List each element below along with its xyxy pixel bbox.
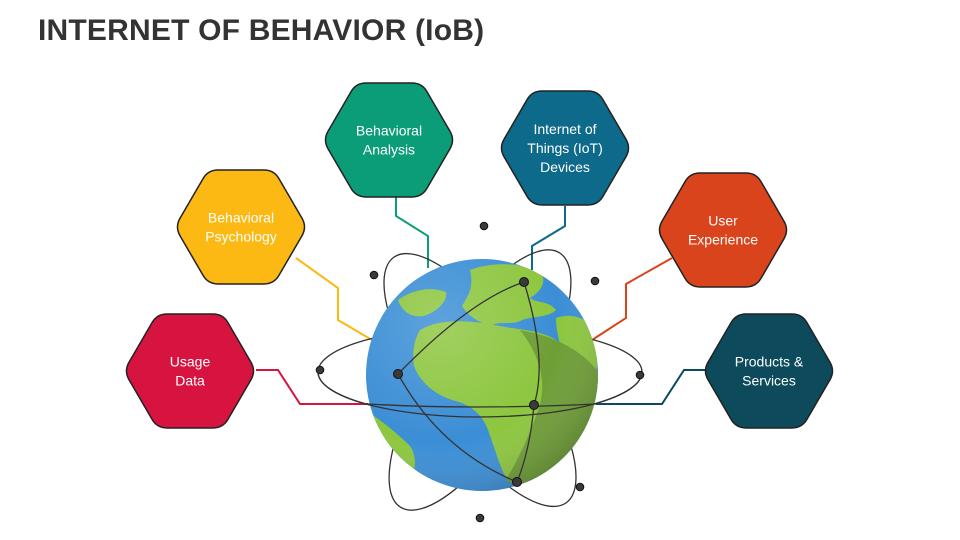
satellite-dot [529,400,539,410]
globe-gridline [397,373,518,483]
usage-data-label-line: Data [175,373,205,389]
iot-devices-label-line: Things (IoT) [527,140,602,156]
user-experience-label-line: Experience [688,232,758,248]
user-experience-connector [591,257,673,341]
iot-devices-hexagon-shape [500,90,630,206]
globe-gridline [397,281,525,375]
globe-gridline [523,281,540,406]
globe-gridline [516,404,535,483]
satellite-dot [479,221,489,231]
products-services-hexagon-shape [704,313,834,429]
behavioral-psychology-connector [295,257,373,341]
page-title: INTERNET OF BEHAVIOR (IoB) [38,14,485,47]
satellite-dot [635,370,645,380]
products-services-connector [596,369,706,405]
iot-devices-label-line: Internet of [533,121,596,137]
satellite-dot [519,277,529,287]
behavioral-analysis-label-line: Behavioral [356,123,422,139]
iot-devices-label-line: Devices [540,159,590,175]
behavioral-analysis-label-line: Analysis [363,142,415,158]
behavioral-psychology-label-line: Psychology [205,229,277,245]
user-experience-label-line: User [708,213,738,229]
satellite-dot [315,365,325,375]
satellite-dot [369,270,379,280]
hexagon-iot-devices: Internet of Things (IoT) Devices [500,90,630,206]
usage-data-connector [256,369,368,405]
satellite-dot [590,276,600,286]
globe [366,259,598,491]
products-services-label-line: Services [742,373,796,389]
globe-gridline [367,403,597,408]
behavioral-analysis-connector [395,196,429,268]
satellite-dot [475,513,485,523]
satellite-dot [393,369,403,379]
hexagon-products-services: Products & Services [704,313,834,429]
usage-data-label-line: Usage [170,354,211,370]
behavioral-psychology-label-line: Behavioral [208,210,274,226]
behavioral-psychology-hexagon-shape [176,169,306,285]
iot-devices-connector [531,206,566,270]
satellite-dot [512,477,522,487]
satellite-dot [575,482,585,492]
behavioral-analysis-hexagon-shape [324,82,454,198]
usage-data-hexagon-shape [125,313,255,429]
orbit-front [317,281,643,483]
products-services-label-line: Products & [735,354,804,370]
user-experience-hexagon-shape [658,172,788,288]
